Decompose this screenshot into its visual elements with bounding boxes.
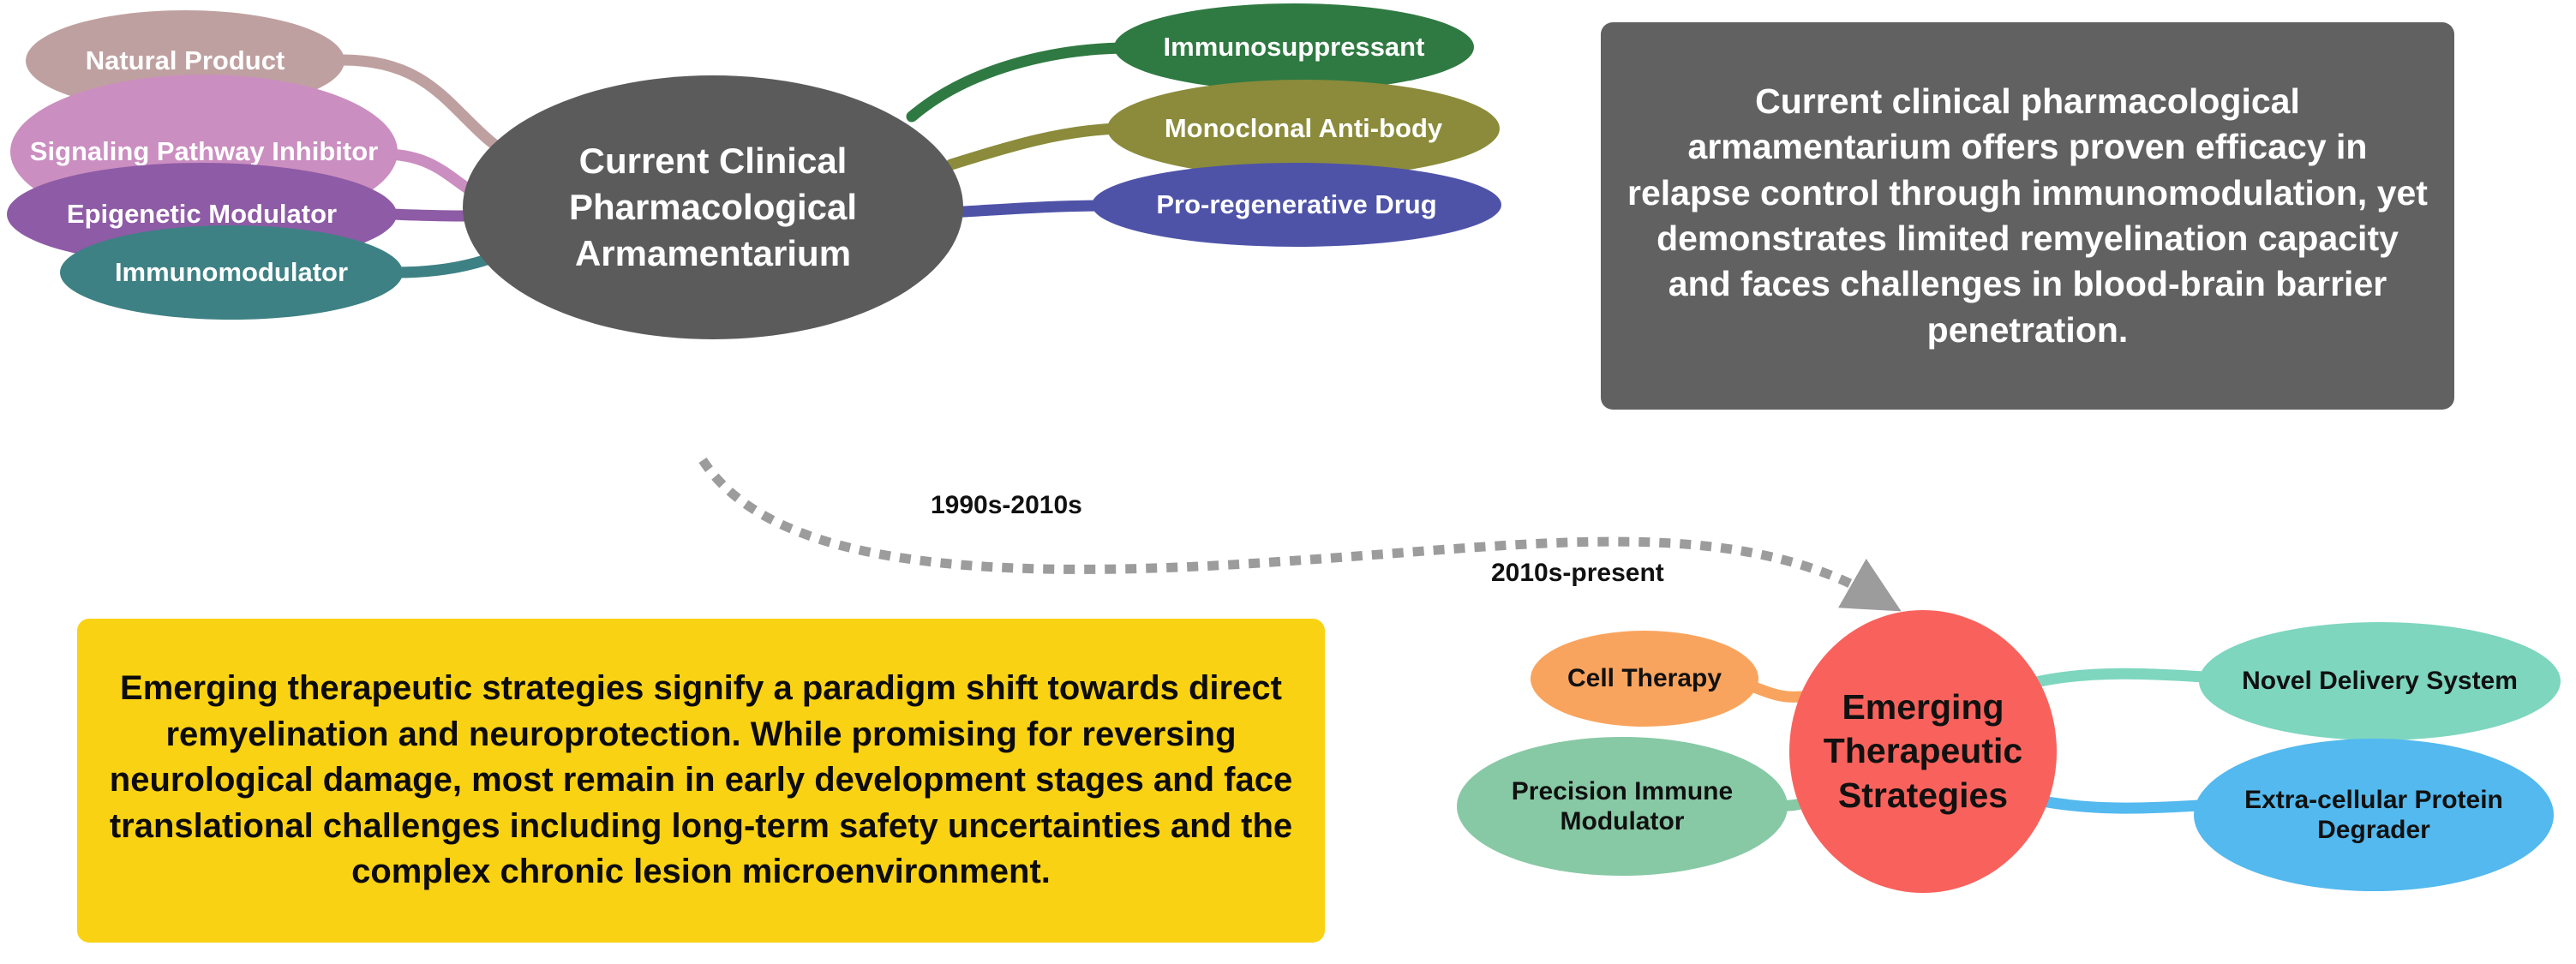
node-novel-delivery-system[interactable]: Novel Delivery System [2199, 622, 2561, 740]
summary-box-emerging: Emerging therapeutic strategies signify … [77, 619, 1325, 943]
timeline-label-era-2: 2010s-present [1491, 559, 1664, 587]
node-label: Cell Therapy [1567, 664, 1722, 693]
edge-immunosuppressant [906, 42, 1135, 123]
node-label: Emerging Therapeutic Strategies [1823, 686, 2023, 815]
edge-monoclonal-antibody [945, 123, 1125, 171]
node-monoclonal-antibody[interactable]: Monoclonal Anti-body [1107, 80, 1500, 177]
node-pro-regenerative-drug[interactable]: Pro-regenerative Drug [1092, 163, 1501, 247]
node-label: Monoclonal Anti-body [1164, 112, 1443, 143]
node-immunomodulator[interactable]: Immunomodulator [60, 225, 403, 320]
node-label: Precision Immune Modulator [1511, 776, 1734, 835]
node-extracellular-protein-degrader[interactable]: Extra-cellular Protein Degrader [2194, 739, 2554, 891]
node-label: Immunomodulator [114, 256, 349, 287]
node-label: Immunosuppressant [1163, 31, 1425, 62]
edge-novel-delivery-system [2030, 668, 2210, 688]
node-precision-immune-modulator[interactable]: Precision Immune Modulator [1457, 737, 1788, 876]
timeline-dashed-connector [698, 457, 1902, 612]
edge-extracellular-protein-degrader [2032, 794, 2205, 814]
node-immunosuppressant[interactable]: Immunosuppressant [1114, 3, 1474, 91]
summary-text: Current clinical pharmacological armamen… [1627, 81, 2428, 350]
node-label: Extra-cellular Protein Degrader [2244, 785, 2503, 844]
summary-box-current: Current clinical pharmacological armamen… [1601, 22, 2454, 410]
node-label: Pro-regenerative Drug [1156, 189, 1437, 219]
node-cell-therapy[interactable]: Cell Therapy [1531, 631, 1758, 727]
node-label: Novel Delivery System [2242, 667, 2518, 696]
node-label: Natural Product [85, 45, 285, 75]
node-central-current-clinical-pharmacological-armamentarium[interactable]: Current Clinical Pharmacological Armamen… [463, 75, 963, 339]
timeline-label-era-1: 1990s-2010s [931, 491, 1082, 519]
edge-pro-regenerative-drug [942, 200, 1113, 219]
node-label: Current Clinical Pharmacological Armamen… [568, 141, 858, 273]
summary-text: Emerging therapeutic strategies signify … [109, 669, 1293, 891]
node-central-emerging-therapeutic-strategies[interactable]: Emerging Therapeutic Strategies [1789, 610, 2057, 893]
node-label: Epigenetic Modulator [66, 198, 338, 229]
node-label: Signaling Pathway Inhibitor [29, 135, 379, 166]
